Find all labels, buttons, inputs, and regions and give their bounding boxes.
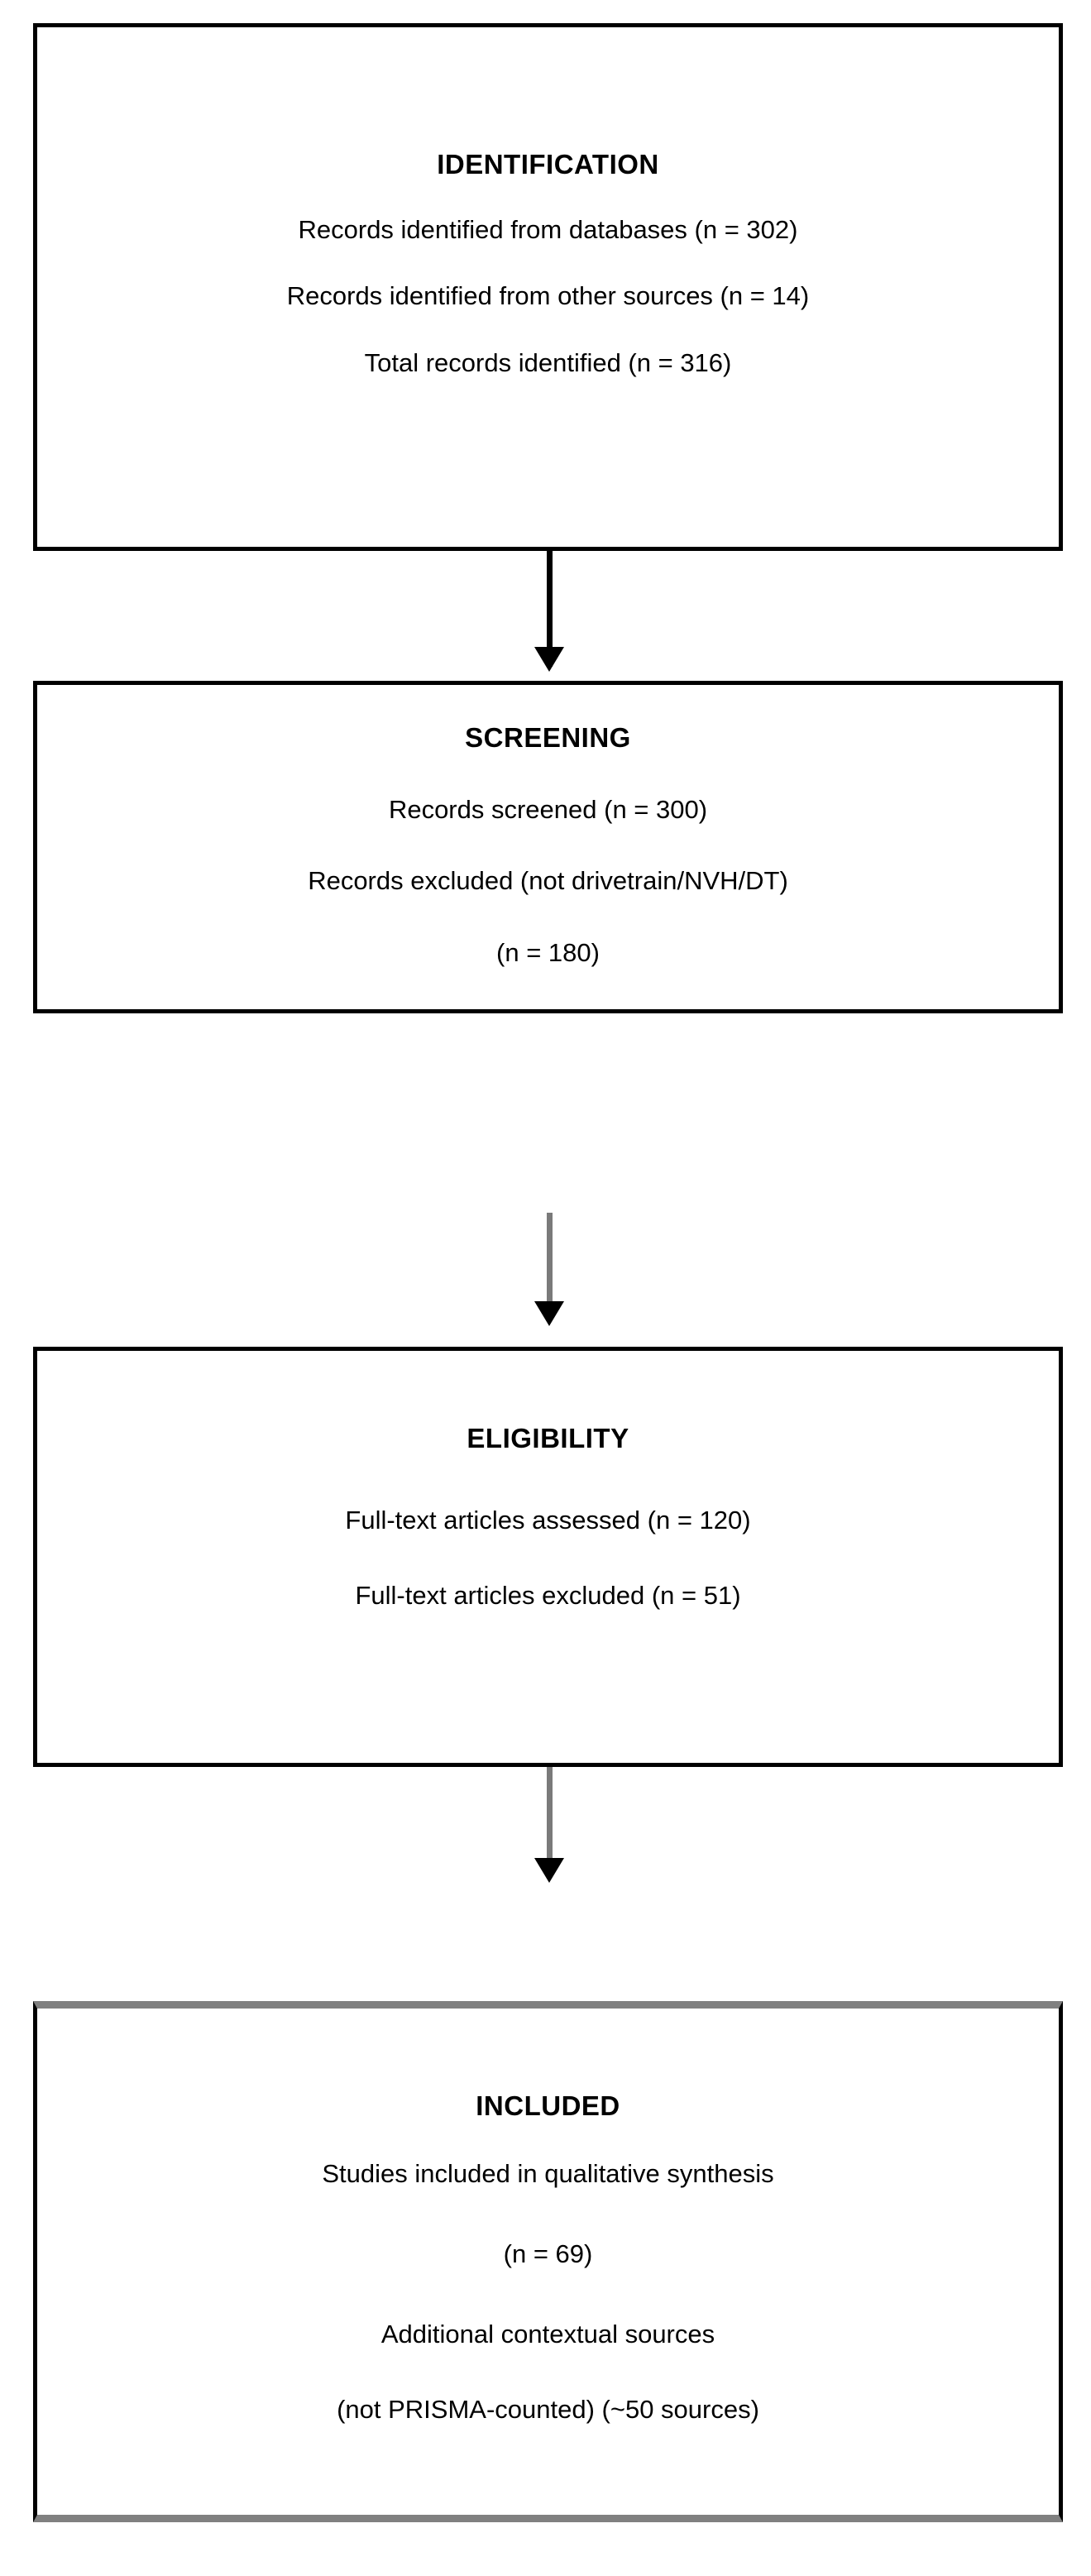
- arrowhead-identification-to-screening: [534, 647, 564, 672]
- stage-line-included-3: Additional contextual sources: [380, 2319, 715, 2349]
- stage-line-identification-3: Total records identified (n = 316): [364, 348, 732, 378]
- stage-line-eligibility-1: Full-text articles assessed (n = 120): [345, 1506, 751, 1535]
- stage-line-included-2: (n = 69): [503, 2239, 593, 2269]
- stage-box-identification: IDENTIFICATION Records identified from d…: [33, 23, 1063, 551]
- connector-identification-to-screening: [547, 551, 553, 667]
- stage-title-eligibility: ELIGIBILITY: [467, 1423, 629, 1454]
- stage-box-screening: SCREENING Records screened (n = 300) Rec…: [33, 681, 1063, 1013]
- stage-line-included-4: (not PRISMA-counted) (~50 sources): [337, 2394, 759, 2424]
- stage-line-eligibility-2: Full-text articles excluded (n = 51): [355, 1580, 741, 1610]
- stage-line-screening-2: Records excluded (not drivetrain/NVH/DT): [308, 866, 788, 896]
- stage-title-included: INCLUDED: [476, 2090, 620, 2121]
- connector-eligibility-to-included: [547, 1767, 553, 1875]
- stage-title-identification: IDENTIFICATION: [437, 149, 659, 180]
- stage-title-screening: SCREENING: [465, 722, 631, 754]
- stage-line-identification-1: Records identified from databases (n = 3…: [298, 214, 798, 244]
- stage-line-screening-1: Records screened (n = 300): [388, 794, 708, 824]
- stage-box-eligibility: ELIGIBILITY Full-text articles assessed …: [33, 1347, 1063, 1767]
- stage-line-included-1: Studies included in qualitative synthesi…: [322, 2159, 774, 2189]
- arrowhead-screening-to-eligibility: [534, 1301, 564, 1326]
- stage-box-included: INCLUDED Studies included in qualitative…: [33, 2001, 1063, 2522]
- stage-line-identification-2: Records identified from other sources (n…: [286, 281, 810, 311]
- connector-screening-to-eligibility: [547, 1213, 553, 1319]
- arrowhead-eligibility-to-included: [534, 1858, 564, 1883]
- stage-line-screening-3: (n = 180): [496, 938, 600, 968]
